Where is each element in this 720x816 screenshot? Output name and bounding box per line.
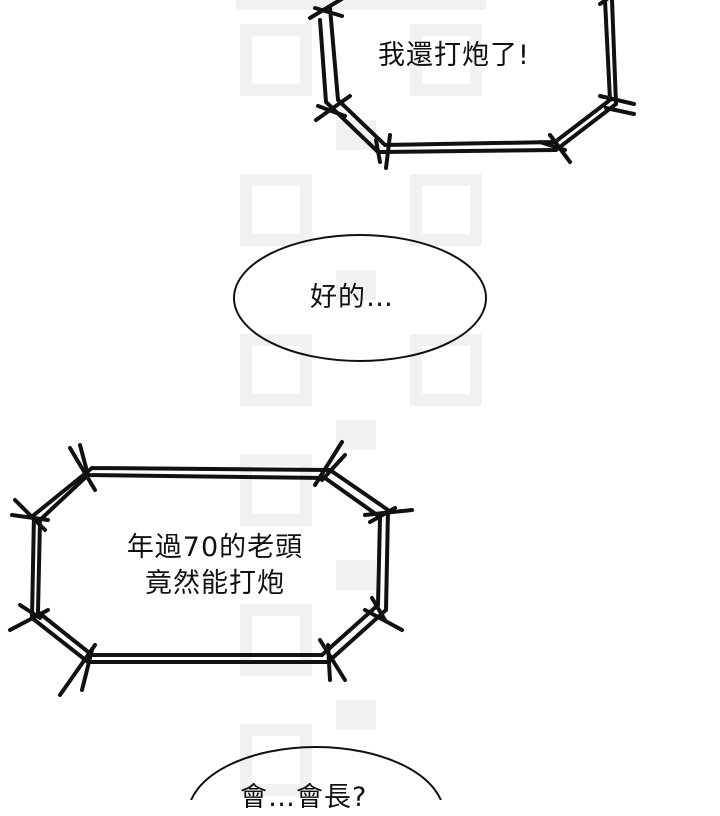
speech-bubble-1-outline [308, 0, 636, 170]
speech-bubble-1-text: 我還打炮了! [378, 40, 530, 71]
speech-bubble-3-line-2: 竟然能打炮 [145, 568, 285, 599]
speech-bubble-2-outline [233, 234, 487, 362]
speech-bubble-4-text: 會…會長? [240, 782, 368, 813]
speech-bubble-4-outline [190, 746, 442, 800]
speech-bubble-2-text: 好的… [310, 282, 394, 313]
speech-bubble-3-outline [8, 440, 414, 697]
speech-bubble-3-line-1: 年過70的老頭 [126, 532, 304, 563]
speech-bubble-3-text: 年過70的老頭 竟然能打炮 [100, 530, 330, 602]
